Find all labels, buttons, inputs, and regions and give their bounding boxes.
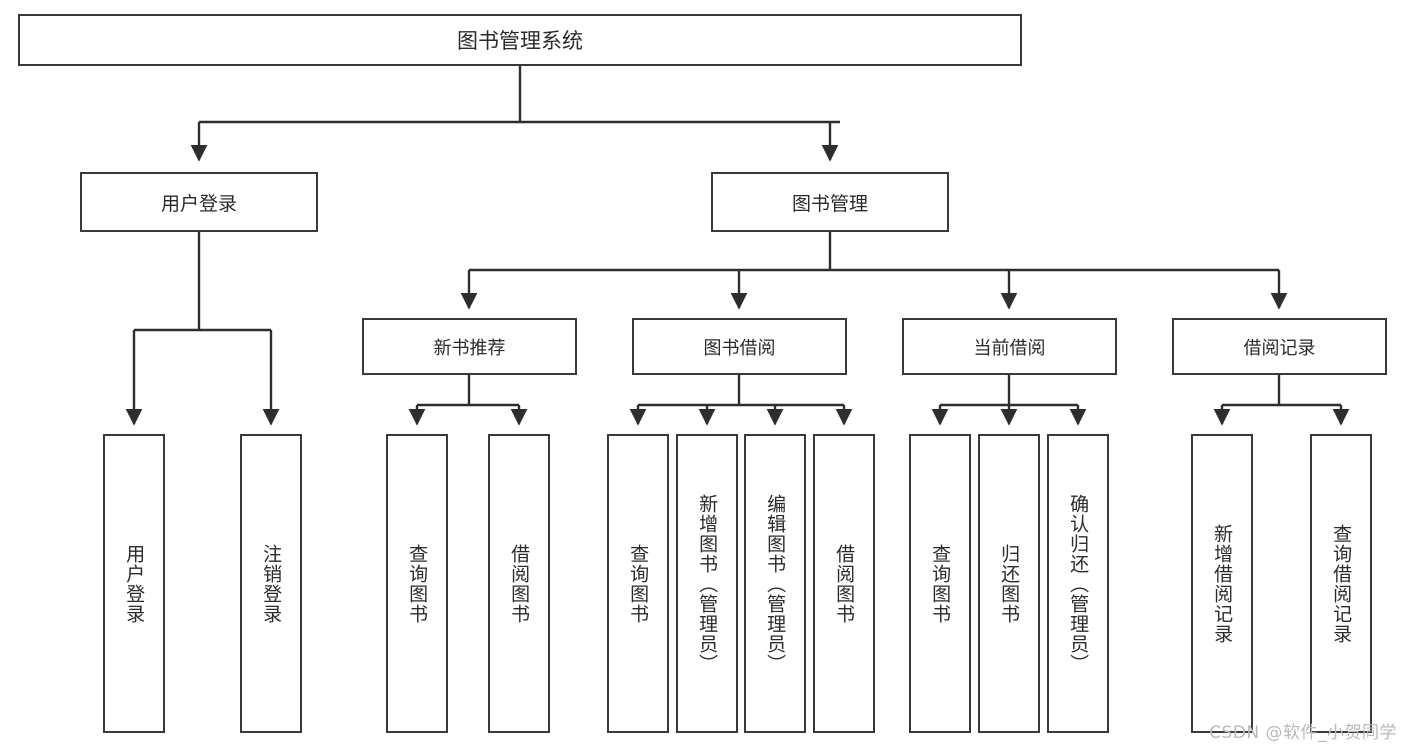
node-leaf-query-book-2-label: 查询图书	[627, 543, 650, 624]
node-leaf-edit-book-label: 编辑图书（管理员）	[764, 493, 787, 674]
node-book-borrow[interactable]: 图书借阅	[632, 318, 847, 375]
node-leaf-logout-label: 注销登录	[260, 543, 283, 624]
node-book-manage-label: 图书管理	[791, 192, 868, 215]
node-current-borrow-label: 当前借阅	[973, 337, 1046, 359]
node-user-login-label: 用户登录	[160, 192, 237, 215]
node-leaf-add-book[interactable]: 新增图书（管理员）	[676, 434, 738, 733]
node-leaf-confirm-return-label: 确认归还（管理员）	[1067, 493, 1090, 674]
node-leaf-borrow-book-2-label: 借阅图书	[833, 543, 856, 624]
node-book-manage[interactable]: 图书管理	[711, 172, 949, 232]
node-leaf-logout[interactable]: 注销登录	[240, 434, 302, 733]
node-leaf-query-record-label: 查询借阅记录	[1330, 523, 1353, 644]
node-leaf-add-record[interactable]: 新增借阅记录	[1191, 434, 1253, 733]
node-leaf-query-book-2[interactable]: 查询图书	[607, 434, 669, 733]
node-current-borrow[interactable]: 当前借阅	[902, 318, 1117, 375]
node-leaf-query-book-3-label: 查询图书	[929, 543, 952, 624]
node-root-system[interactable]: 图书管理系统	[18, 14, 1022, 66]
node-borrow-record[interactable]: 借阅记录	[1172, 318, 1387, 375]
node-new-book-rec[interactable]: 新书推荐	[362, 318, 577, 375]
node-leaf-query-record[interactable]: 查询借阅记录	[1310, 434, 1372, 733]
node-leaf-query-book-1-label: 查询图书	[406, 543, 429, 624]
node-leaf-user-login[interactable]: 用户登录	[103, 434, 165, 733]
node-leaf-add-record-label: 新增借阅记录	[1211, 523, 1234, 644]
node-leaf-query-book-1[interactable]: 查询图书	[386, 434, 448, 733]
node-leaf-borrow-book-1[interactable]: 借阅图书	[488, 434, 550, 733]
node-book-borrow-label: 图书借阅	[703, 337, 776, 359]
csdn-watermark: CSDN @软件_小贺同学	[1209, 723, 1397, 743]
node-user-login[interactable]: 用户登录	[80, 172, 318, 232]
node-borrow-record-label: 借阅记录	[1243, 337, 1316, 359]
node-leaf-borrow-book-2[interactable]: 借阅图书	[813, 434, 875, 733]
node-leaf-add-book-label: 新增图书（管理员）	[696, 493, 719, 674]
node-leaf-edit-book[interactable]: 编辑图书（管理员）	[744, 434, 806, 733]
node-leaf-return-book-label: 归还图书	[998, 543, 1021, 624]
node-leaf-confirm-return[interactable]: 确认归还（管理员）	[1047, 434, 1109, 733]
node-leaf-borrow-book-1-label: 借阅图书	[508, 543, 531, 624]
node-root-system-label: 图书管理系统	[457, 29, 583, 53]
node-leaf-return-book[interactable]: 归还图书	[978, 434, 1040, 733]
node-new-book-rec-label: 新书推荐	[433, 337, 506, 359]
node-leaf-user-login-label: 用户登录	[123, 543, 146, 624]
node-leaf-query-book-3[interactable]: 查询图书	[909, 434, 971, 733]
